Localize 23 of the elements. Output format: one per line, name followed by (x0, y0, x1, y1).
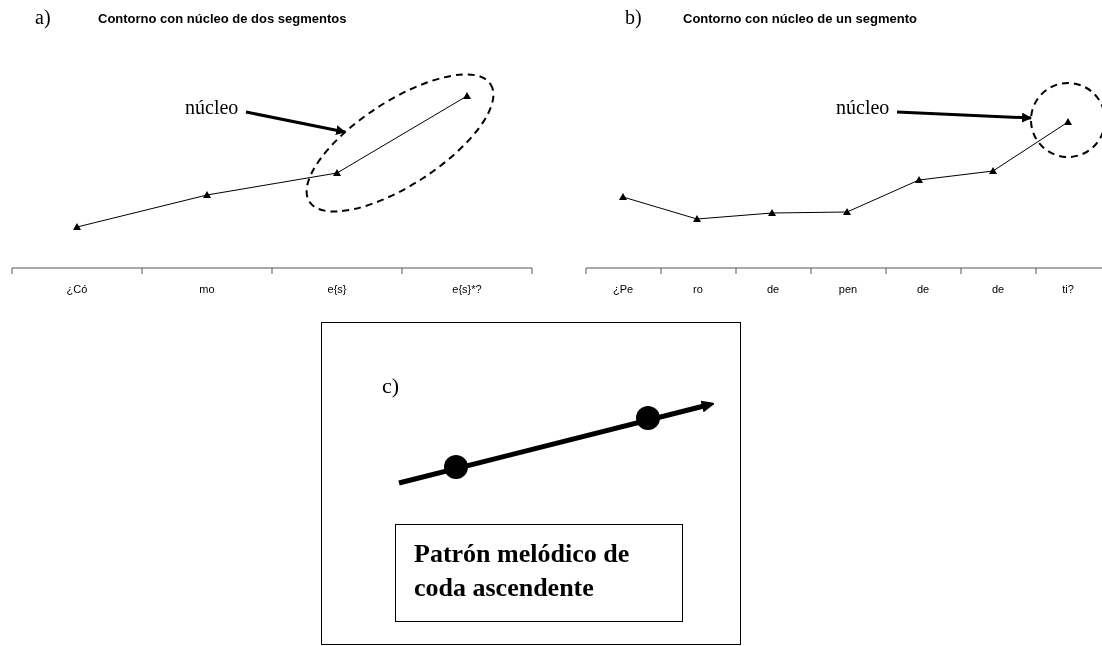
chart-title: Contorno con núcleo de un segmento (683, 11, 917, 26)
leader-arrow (896, 110, 1032, 123)
axis-label: de (766, 283, 780, 295)
panel-letter: a) (35, 6, 51, 29)
caption-box: Patrón melódico de coda ascendente (395, 524, 683, 622)
axis-label: ¿Có (66, 283, 88, 295)
axis-label: e{s} (327, 283, 347, 295)
axis-label: pen (838, 283, 858, 295)
axis-label: de (991, 283, 1005, 295)
panel-letter: c) (382, 373, 400, 399)
leader-arrow (245, 110, 346, 136)
panel-letter: b) (625, 6, 642, 29)
callout-label: núcleo (836, 96, 890, 119)
axis-label: ¿Pe (612, 283, 634, 295)
axis-label: mo (199, 283, 215, 295)
callout-label: núcleo (185, 96, 239, 119)
axis-label: de (916, 283, 930, 295)
panel-frame (321, 322, 741, 645)
dashed-ellipse (305, 73, 495, 213)
chart-title: Contorno con núcleo de dos segmentos (98, 11, 347, 26)
axis-label: e{s}*? (452, 283, 482, 295)
axis-label: ro (693, 283, 703, 295)
axis-label: ti? (1062, 283, 1074, 295)
